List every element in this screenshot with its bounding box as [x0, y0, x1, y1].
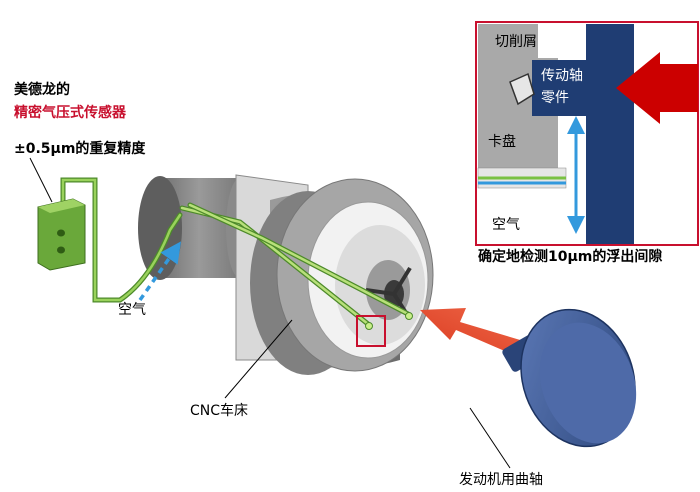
- inset-chips-label: 切削屑: [495, 34, 537, 50]
- cnc-lathe-label: CNC车床: [190, 403, 249, 419]
- leader-lines: [29, 157, 511, 469]
- inset-chuck-label: 卡盘: [488, 134, 516, 150]
- inset-part-label-line2: 零件: [541, 90, 569, 106]
- sensor-type-label: 精密气压式传感器: [14, 105, 126, 121]
- inset-detail: [475, 21, 699, 246]
- nozzle-2: [405, 312, 413, 320]
- inset-part-label-line1: 传动轴: [541, 68, 583, 84]
- chuck-face: [307, 201, 429, 359]
- detail-highlight-box: [356, 315, 386, 347]
- nozzle-1: [365, 322, 373, 330]
- crankshaft-label: 发动机用曲轴: [459, 472, 543, 488]
- inset-push-arrow: [616, 52, 698, 124]
- crankshaft: [502, 308, 637, 448]
- air-tubes: [60, 177, 411, 327]
- pressure-sensor: [37, 198, 86, 271]
- precision-label: ±0.5μm的重复精度: [14, 141, 146, 157]
- inset-caption: 确定地检测10μm的浮出间隙: [478, 249, 663, 265]
- air-label: 空气: [118, 302, 146, 318]
- sensor-brand-label: 美德龙的: [14, 82, 70, 98]
- inset-air-label: 空气: [492, 217, 520, 233]
